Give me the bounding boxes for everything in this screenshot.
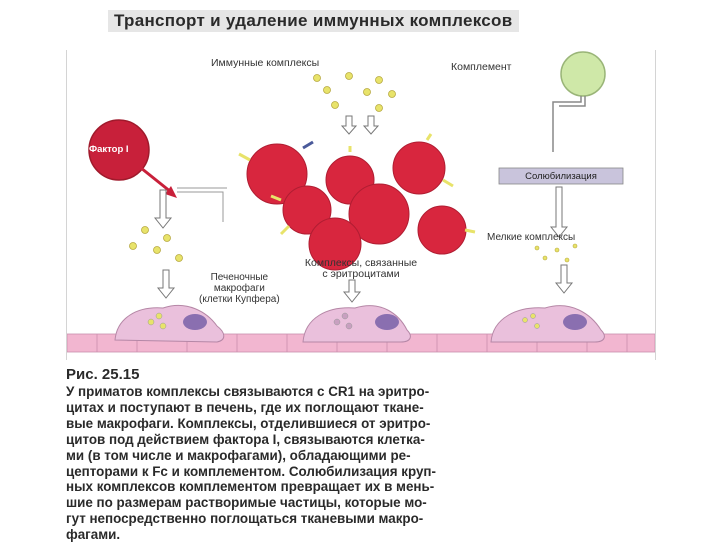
solubilization-box [498,167,624,185]
small-complexes-label: Мелкие комплексы [487,232,576,243]
figure-title: Транспорт и удаление иммунных комплексов [108,10,519,32]
figure-caption: Рис. 25.15 У приматов комплексы связываю… [66,366,666,543]
bound-complexes [238,133,476,236]
complement-label: Комплемент [451,61,512,73]
erythrocyte-complexes-label: Комплексы, связанные с эритроцитами [304,257,418,280]
macrophages-label: Печеночные макрофаги (клетки Купфера) [199,272,280,305]
caption-text: У приматов комплексы связываются с CR1 н… [66,384,436,543]
figure-number: Рис. 25.15 [66,366,140,383]
factor-i-label: Фактор I [89,144,129,155]
complex-arrows [340,115,380,135]
solubilization-label: Солюбилизация [525,171,597,182]
immune-complex-dots [313,72,396,112]
diagram-panel: Иммунные комплексы Комплемент Фактор I С… [66,50,656,360]
small-complex-dots [534,243,578,263]
complement-circle [560,51,606,97]
immune-complexes-label: Иммунные комплексы [211,57,320,69]
diagram-svg [67,51,655,353]
detached-complex-dots [129,226,183,262]
erythrocytes [246,141,467,271]
factor-i-circle [88,119,150,181]
complement-line [552,96,582,152]
macrophages [114,304,605,343]
